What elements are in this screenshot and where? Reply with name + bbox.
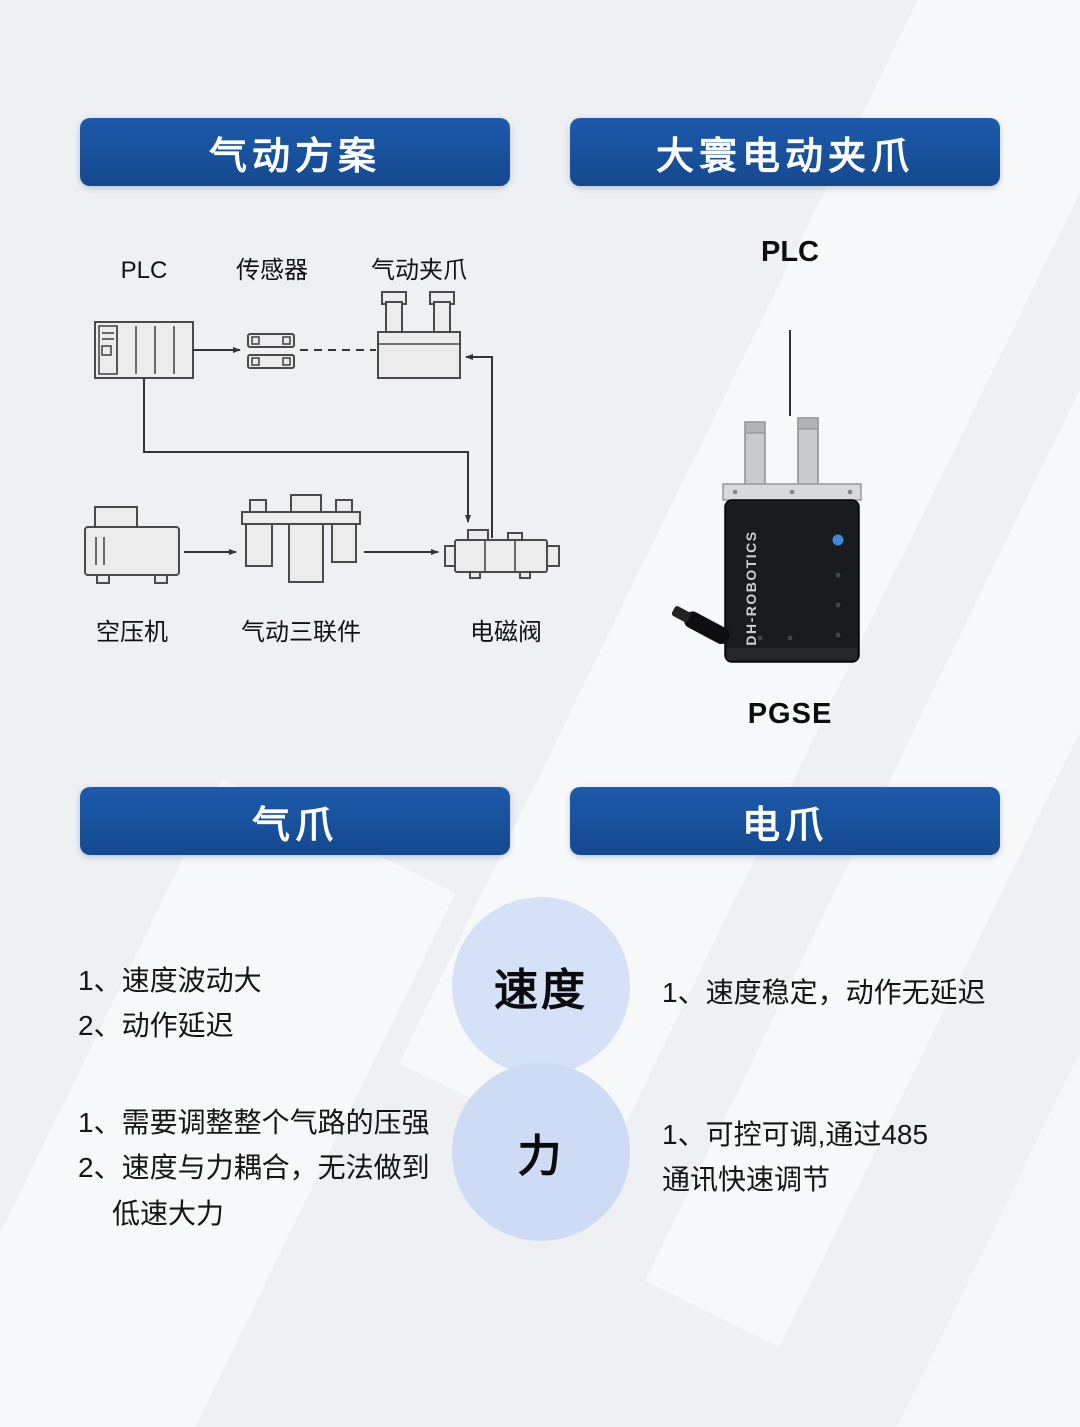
speed-electric-points: 1、速度稳定，动作无延迟 xyxy=(662,970,1062,1015)
text-line: 1、可控可调,通过485 xyxy=(662,1119,929,1150)
text-line: 通讯快速调节 xyxy=(662,1164,831,1196)
electric-plc-label: PLC xyxy=(761,236,819,268)
electric-gripper-product: DH-ROBOTICS xyxy=(671,330,862,663)
header-pneumatic-solution: 气动方案 xyxy=(80,118,510,186)
header-air-gripper: 气爪 xyxy=(80,787,510,855)
gripper-top-plate xyxy=(722,483,862,501)
speed-badge: 速度 xyxy=(452,897,630,1075)
valve-label: 电磁阀 xyxy=(470,619,542,646)
pneumatic-scheme-diagram: PLC 传感器 气动夹爪 xyxy=(84,257,560,646)
brand-text: DH-ROBOTICS xyxy=(743,530,759,645)
compressor-label: 空压机 xyxy=(96,619,168,646)
sensor-icon xyxy=(247,333,295,369)
force-badge: 力 xyxy=(452,1063,630,1241)
text-line: 低速大力 xyxy=(112,1197,225,1229)
frl-label: 气动三联件 xyxy=(241,619,361,646)
pneumatic-gripper-label: 气动夹爪 xyxy=(371,257,467,284)
cable-connector xyxy=(671,606,730,645)
model-label: PGSE xyxy=(747,698,833,730)
force-pneumatic-points: 1、需要调整整个气路的压强 2、速度与力耦合，无法做到 低速大力 xyxy=(78,1100,468,1236)
sensor-label: 传感器 xyxy=(236,257,308,284)
text-line: 1、需要调整整个气路的压强 xyxy=(78,1107,430,1138)
text-line: 1、速度波动大 xyxy=(78,965,262,996)
frl-unit-icon xyxy=(241,494,361,583)
gripper-fingers xyxy=(744,417,819,487)
solenoid-valve-icon xyxy=(444,529,560,579)
text-line: 2、动作延迟 xyxy=(78,1010,234,1042)
text-line: 2、速度与力耦合，无法做到 xyxy=(78,1152,430,1184)
gripper-body: DH-ROBOTICS xyxy=(724,499,860,663)
header-electric-claw: 电爪 xyxy=(570,787,1000,855)
speed-pneumatic-points: 1、速度波动大 2、动作延迟 xyxy=(78,958,438,1049)
plc-label: PLC xyxy=(121,257,168,284)
force-electric-points: 1、可控可调,通过485 通讯快速调节 xyxy=(662,1112,1022,1203)
header-electric-gripper: 大寰电动夹爪 xyxy=(570,118,1000,186)
status-led xyxy=(832,534,844,546)
air-compressor-icon xyxy=(84,506,180,584)
pneumatic-gripper-icon xyxy=(377,291,461,379)
text-line: 1、速度稳定，动作无延迟 xyxy=(662,977,986,1008)
plc-icon xyxy=(94,321,194,379)
